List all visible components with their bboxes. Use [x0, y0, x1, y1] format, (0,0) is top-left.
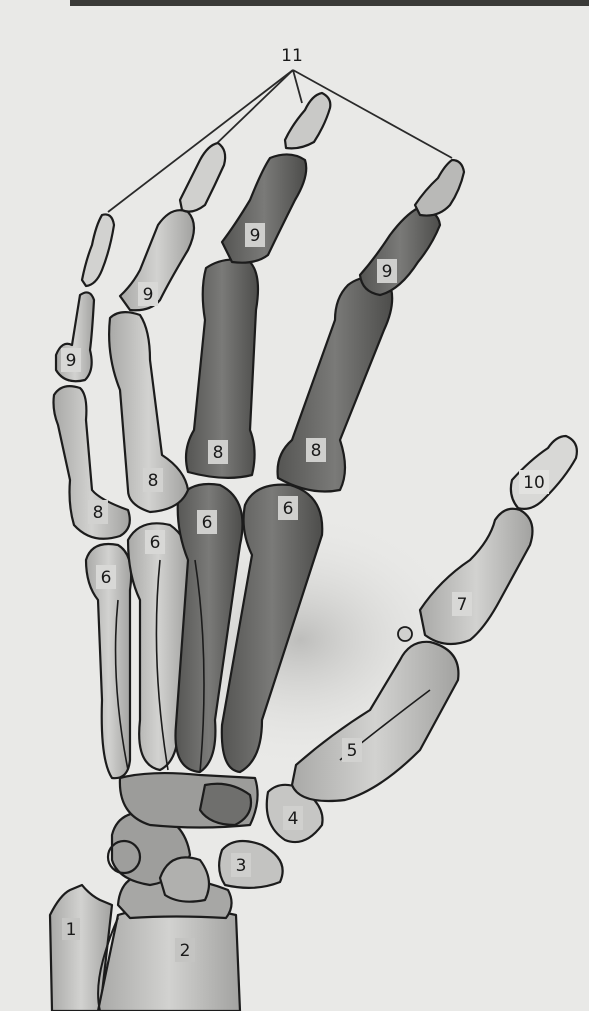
label-9-index: 9 — [382, 262, 393, 282]
distal-phalanx-index — [415, 160, 464, 216]
label-10-thumb-distal: 10 — [523, 473, 545, 493]
label-9-middle: 9 — [250, 226, 261, 246]
distal-phalanx-little — [82, 214, 114, 286]
label-8-little: 8 — [93, 503, 104, 523]
distal-phalanx-ring — [180, 143, 225, 212]
label-6-metacarpal-index: 6 — [283, 499, 294, 519]
sesamoid-bone — [398, 627, 412, 641]
carpal-capitate — [160, 857, 209, 901]
scan-edge — [70, 0, 589, 6]
label-3-carpal: 3 — [236, 856, 247, 876]
label-8-index: 8 — [311, 441, 322, 461]
label-7-thumb-phalanx: 7 — [457, 595, 468, 615]
label-1-ulna: 1 — [66, 920, 77, 940]
proximal-phalanx-index — [278, 277, 393, 492]
distal-phalanx-middle — [285, 93, 330, 148]
label-11-distal-phalanges: 11 — [281, 46, 303, 66]
label-9-ring: 9 — [143, 285, 154, 305]
label-9-little: 9 — [66, 351, 77, 371]
label-6-metacarpal-little: 6 — [101, 568, 112, 588]
radius-bone — [98, 908, 240, 1011]
label-2-radius: 2 — [180, 941, 191, 961]
carpal-dark-overlap — [200, 784, 251, 825]
carpal-group — [108, 773, 323, 918]
label-8-ring: 8 — [148, 471, 159, 491]
label-6-metacarpal-middle: 6 — [202, 513, 213, 533]
label-8-middle: 8 — [213, 443, 224, 463]
middle-phalanx-index — [360, 208, 440, 295]
label-6-metacarpal-ring: 6 — [150, 533, 161, 553]
label-5-thumb-metacarpal: 5 — [347, 741, 358, 761]
label-4-carpal: 4 — [288, 809, 299, 829]
